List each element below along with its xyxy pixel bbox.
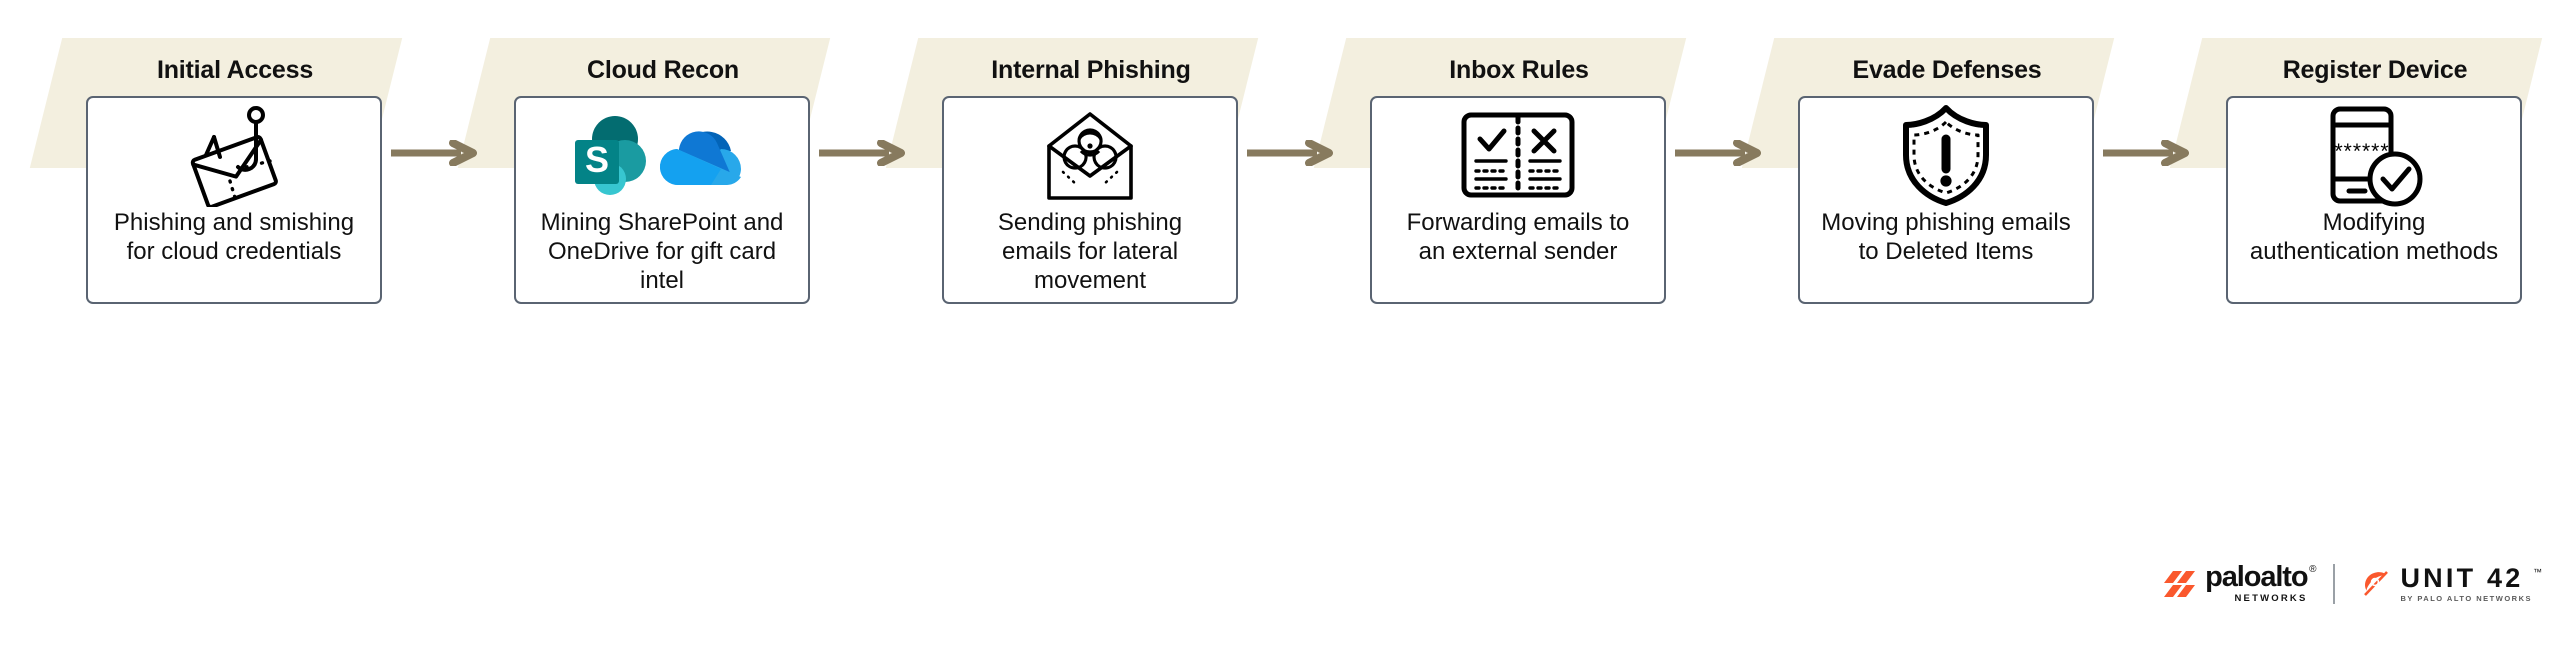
- arrow-right-icon: [1675, 139, 1761, 167]
- shield-alert-icon: [1903, 105, 1989, 206]
- unit42-mark-icon: [2364, 570, 2389, 596]
- check-mark-icon: [2380, 166, 2412, 192]
- registered-mark: ®: [2309, 564, 2317, 575]
- phishing-hook-envelope-icon: [190, 106, 278, 207]
- stage-icon-wrap: [88, 98, 380, 207]
- stage-title: Cloud Recon: [587, 56, 739, 84]
- stage-icon-wrap: [944, 98, 1236, 206]
- stage-icon-wrap: ******: [2228, 98, 2520, 207]
- stage-card: S Mining SharePoint and OneDrive for gif…: [514, 96, 810, 304]
- stage-description: Forwarding emails to an external sender: [1406, 209, 1630, 265]
- stage-card: Phishing and smishing for cloud credenti…: [86, 96, 382, 304]
- stage-title: Register Device: [2282, 56, 2468, 84]
- stage-title: Initial Access: [156, 56, 314, 84]
- stage-icon-wrap: [1800, 98, 2092, 206]
- arrow-right-icon: [391, 139, 477, 167]
- unit42-logo: UNIT 42 ™ BY PALO ALTO NETWORKS: [2361, 562, 2542, 603]
- phone-passcode-check-icon: ******: [2330, 106, 2423, 207]
- paloalto-wordmark: paloalto: [2205, 561, 2308, 593]
- unit42-subtext: BY PALO ALTO NETWORKS: [2400, 593, 2532, 603]
- check-mark-icon: [1477, 128, 1507, 152]
- svg-text:S: S: [585, 139, 609, 180]
- trademark-mark: ™: [2533, 566, 2542, 577]
- stage-description: Modifying authentication methods: [2249, 209, 2499, 265]
- brand-footer: paloalto ® NETWORKS UNIT 42 ™ BY PALO AL…: [2164, 561, 2542, 604]
- stage-title: Evade Defenses: [1852, 56, 2042, 84]
- paloalto-mark-icon: [2164, 570, 2196, 597]
- sharepoint-logo-icon: S: [575, 116, 646, 195]
- onedrive-logo-icon: [659, 131, 741, 186]
- arrow-5: [2103, 139, 2189, 167]
- attack-chain-diagram: Initial Access Phishing and smishing for…: [29, 38, 2543, 304]
- stage-description: Mining SharePoint and OneDrive for gift …: [540, 209, 784, 294]
- exclamation-dot-icon: [1940, 175, 1952, 187]
- stage-card: Sending phishing emails for lateral move…: [942, 96, 1238, 304]
- arrow-right-icon: [2103, 139, 2189, 167]
- stage-icon-wrap: S: [516, 98, 808, 206]
- brand-divider: [2333, 563, 2336, 604]
- arrow-right-icon: [1247, 139, 1333, 167]
- arrow-1: [391, 139, 477, 167]
- paloalto-logo: paloalto ® NETWORKS: [2164, 561, 2316, 604]
- arrow-right-icon: [819, 139, 905, 167]
- stage-title: Internal Phishing: [991, 56, 1191, 84]
- paloalto-subtext: NETWORKS: [2234, 593, 2308, 604]
- biohazard-symbol-icon: [1062, 128, 1118, 170]
- stage-card: ****** Modifying authentication methods: [2226, 96, 2522, 304]
- arrow-2: [819, 139, 905, 167]
- sharepoint-onedrive-logos-icon: S: [575, 116, 741, 195]
- stage-icon-wrap: [1372, 98, 1664, 206]
- svg-text:******: ******: [2334, 140, 2389, 163]
- stage-card: Forwarding emails to an external sender: [1370, 96, 1666, 304]
- arrow-4: [1675, 139, 1761, 167]
- rules-checklist-icon: [1461, 112, 1575, 198]
- stage-description: Moving phishing emails to Deleted Items: [1821, 209, 2071, 265]
- stage-description: Phishing and smishing for cloud credenti…: [113, 209, 355, 265]
- passcode-dots-icon: ******: [2334, 140, 2389, 163]
- stage-description: Sending phishing emails for lateral move…: [997, 209, 1183, 294]
- arrow-3: [1247, 139, 1333, 167]
- unit42-wordmark: UNIT 42: [2400, 562, 2524, 593]
- x-mark-icon: [1531, 128, 1557, 154]
- stage-card: Moving phishing emails to Deleted Items: [1798, 96, 2094, 304]
- stage-title: Inbox Rules: [1449, 56, 1589, 84]
- biohazard-open-envelope-icon: [1047, 112, 1133, 200]
